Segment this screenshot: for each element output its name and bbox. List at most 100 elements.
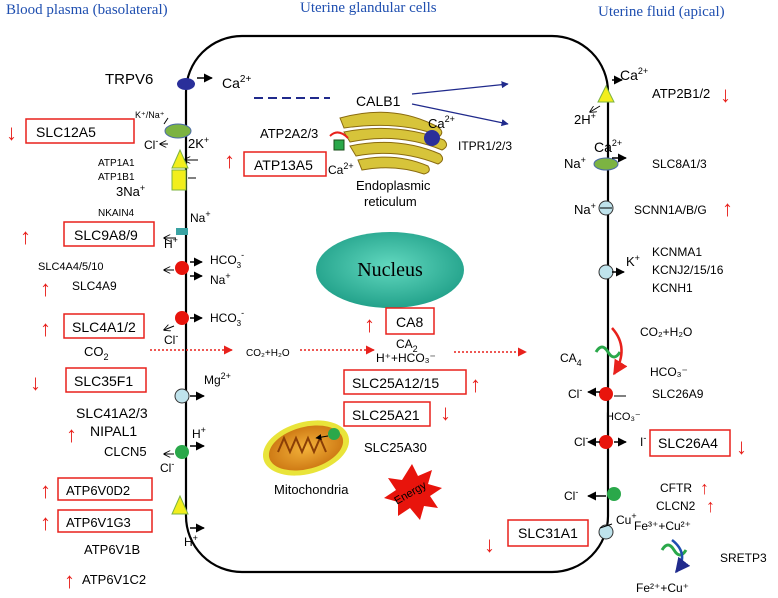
atp6v1g3-up-arrow-icon: ↑ [40,510,51,535]
clcn5-transporter-icon [175,445,189,459]
kcnj-label: KCNJ2/15/16 [652,263,724,277]
fe3-label: Fe³⁺+Cu²⁺ [634,519,691,533]
ca8-up-arrow-icon: ↑ [364,312,375,337]
slc26a9-label: SLC26A9 [652,387,704,401]
kcnma1-label: KCNMA1 [652,245,702,259]
clcn5-h-label: H+ [192,425,206,441]
slc26a9-cl-label: Cl- [568,385,582,401]
slc8a-transporter-icon [593,157,619,171]
slc12a5-down-arrow-icon: ↓ [6,120,17,145]
slc9-transporter-icon [176,228,188,235]
itpr-ca-label: Ca2+ [428,114,455,131]
sretp3-label: SRETP3 [720,551,767,565]
slc4a4-label: SLC4A4/5/10 [38,261,103,273]
atp6v1c2-up-arrow-icon: ↑ [64,568,75,593]
slc25a21-box [343,401,431,427]
slc26a4-label: SLC26A4 [658,435,718,451]
slc4a9-label: SLC4A9 [72,279,117,293]
atp2b12-down-arrow-icon: ↓ [720,82,731,107]
nkain4-label: NKAIN4 [98,208,135,219]
clcn5-label: CLCN5 [104,444,147,459]
er-label-line1: Endoplasmic [356,178,431,193]
atp6v0d2-label: ATP6V0D2 [66,483,130,498]
slc26a4-box [649,429,731,457]
ca4-hco3-label: HCO₃⁻ [650,365,688,379]
slc31a1-box [507,519,589,547]
mg-transporter-icon [174,388,190,404]
slc26a4-cl-label: Cl- [574,433,588,449]
slc4a4-na-label: Na+ [210,271,231,287]
v-atpase-h-label: H+ [184,533,198,549]
slc4a12-up-arrow-icon: ↑ [40,316,51,341]
slc31a1-transporter-icon [598,524,614,540]
atp13a5-up-arrow-icon: ↑ [224,148,235,173]
na-k-atpase-rect-icon [171,169,187,191]
atp2a23-label: ATP2A2/3 [260,126,318,141]
slc4a12-box [63,313,145,339]
slc4a4-transporter-icon [175,261,189,275]
mg-label: Mg2+ [204,371,231,387]
trpv6-label: TRPV6 [105,71,153,88]
hhco3-label: H⁺+HCO₃⁻ [376,351,436,365]
co2-label: CO2 [84,344,109,362]
clcn2-up-arrow-icon: ↑ [706,496,715,516]
header-cells: Uterine glandular cells [300,0,437,16]
slc4a12-hco3-label: HCO3- [210,308,244,328]
header-apical: Uterine fluid (apical) [598,4,725,20]
nucleus-label: Nucleus [357,259,423,281]
atp2b12-label: ATP2B1/2 [652,86,710,101]
calb1-label: CALB1 [356,93,401,109]
k-label: K+ [626,253,640,269]
fe2-label: Fe²⁺+Cu⁺ [636,581,689,595]
scnn1-up-arrow-icon: ↑ [722,196,733,221]
trpv6-ca-label: Ca2+ [222,74,251,91]
scnn1-label: SCNN1A/B/G [634,203,707,217]
slc26a9-hco3-label: HCO₃⁻ [606,411,641,423]
atp1a1-label: ATP1A1 [98,158,135,169]
slc25a21-down-arrow-icon: ↓ [440,400,451,425]
atp13a5-label: ATP13A5 [254,157,313,173]
slc35f1-label: SLC35F1 [74,373,133,389]
slc4a12-transporter-icon [175,311,189,325]
slc26a9-transporter-icon [599,387,613,401]
kcnh1-label: KCNH1 [652,281,693,295]
slc25a30-label: SLC25A30 [364,440,427,455]
k-channel-icon [598,264,614,280]
knacl-label: K⁺/Na⁺ [135,110,165,120]
endoplasmic-reticulum-icon [339,111,448,175]
na-k-atpase-triangle-icon [171,148,189,169]
clcn2-label: CLCN2 [656,499,696,513]
trpv6-channel-icon [177,78,195,90]
slc25a1215-label: SLC25A12/15 [352,375,439,391]
atp1b1-label: ATP1B1 [98,172,135,183]
slc35f1-down-arrow-icon: ↓ [30,370,41,395]
slc25a1215-box [343,369,467,395]
slc31a1-down-arrow-icon: ↓ [484,532,495,557]
energy-burst-icon [384,464,442,520]
atp2b-ca-label: Ca2+ [620,66,648,83]
slc12a5-label: SLC12A5 [36,124,96,140]
nipal1-up-arrow-icon: ↑ [66,422,77,447]
atp6v1g3-box [57,509,153,533]
atp2a-pump-icon [333,139,345,151]
slc12a5-cl-label: Cl- [144,136,158,152]
slc31a1-cu-label: Cu+ [616,511,637,527]
atp6v0d2-up-arrow-icon: ↑ [40,478,51,503]
cftr-label: CFTR [660,481,692,495]
slc25a21-label: SLC25A21 [352,407,420,423]
atp2b-2h-label: 2H+ [574,111,596,127]
co2h2o-label: CO₂+H₂O [246,348,290,359]
atp6v1g3-label: ATP6V1G3 [66,515,131,530]
slc4a12-cl-label: Cl- [164,331,178,347]
nipal1-label: NIPAL1 [90,423,137,439]
ca4-label: CA4 [560,351,582,368]
slc9a89-label: SLC9A8/9 [74,227,138,243]
slc25a30-transporter-icon [328,428,340,440]
cftr-cl-label: Cl- [564,487,578,503]
slc9-h-label: H+ [164,235,178,251]
mitochondria-label: Mitochondria [274,482,349,497]
ca2-label: CA2 [396,337,418,354]
cell-membrane [184,34,610,574]
